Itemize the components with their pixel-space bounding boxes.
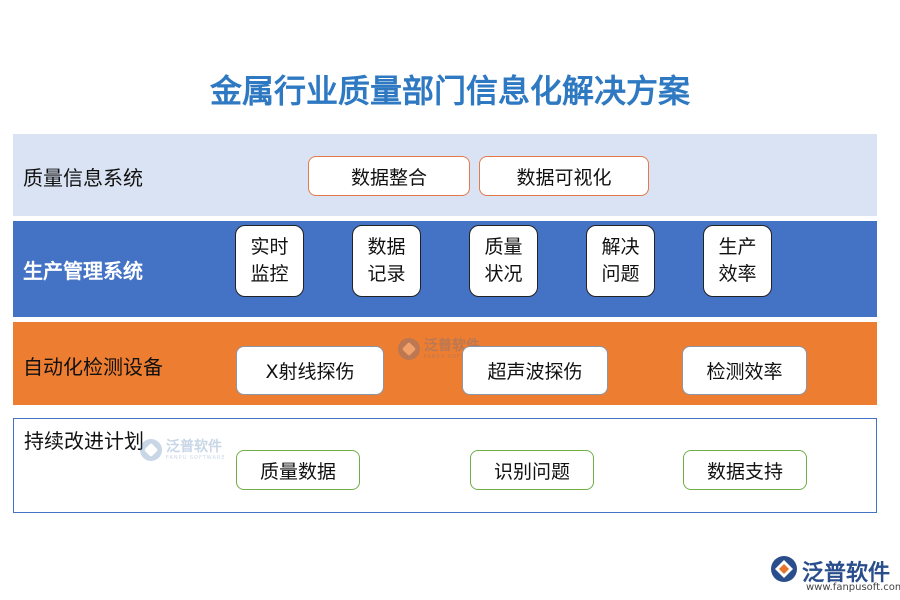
box-line: 问题 <box>601 263 640 285</box>
logo-url: www.fanpusoft.com <box>806 582 900 593</box>
watermark-name: 泛普软件 <box>166 438 222 455</box>
box-identify-problems: 识别问题 <box>470 450 594 490</box>
box-line: 实时 <box>250 236 289 258</box>
band-label: 质量信息系统 <box>23 166 143 190</box>
box-line: 状况 <box>484 263 523 285</box>
box-data-support: 数据支持 <box>683 450 807 490</box>
box-line: 效率 <box>718 263 757 285</box>
band-production-management-system: 生产管理系统 实时监控 数据记录 质量状况 解决问题 生产效率 <box>13 221 877 317</box>
box-line: 数据 <box>367 236 406 258</box>
band-label: 生产管理系统 <box>23 259 143 283</box>
band-quality-info-system: 质量信息系统 数据整合 数据可视化 <box>13 134 877 216</box>
box-quality-status: 质量状况 <box>469 225 538 297</box>
box-data-visualization: 数据可视化 <box>479 156 649 196</box>
band-automated-inspection-equipment: 自动化检测设备 泛普软件 FANPU SOFTWARE X射线探伤 超声波探伤 … <box>13 322 877 405</box>
box-data-integration: 数据整合 <box>308 156 470 196</box>
fanpu-logo-icon <box>771 556 797 582</box>
box-line: 监控 <box>250 263 289 285</box>
band-continuous-improvement-plan: 持续改进计划 泛普软件 FANPU SOFTWARE 质量数据 识别问题 数据支… <box>13 418 877 513</box>
watermark-sub: FANPU SOFTWARE <box>424 353 484 360</box>
logo-name: 泛普软件 <box>802 561 891 586</box>
fanpu-logo-icon <box>398 338 420 360</box>
fanpu-logo: 泛普软件 www.fanpusoft.com <box>770 553 900 595</box>
box-line: 生产 <box>718 236 757 258</box>
box-inspection-efficiency: 检测效率 <box>682 346 807 395</box>
box-line: 记录 <box>367 263 406 285</box>
box-data-recording: 数据记录 <box>352 225 421 297</box>
watermark-sub: FANPU SOFTWARE <box>166 454 226 461</box>
box-line: 解决 <box>601 236 640 258</box>
band-label: 自动化检测设备 <box>23 355 163 379</box>
box-realtime-monitoring: 实时监控 <box>235 225 304 297</box>
box-ultrasonic-inspection: 超声波探伤 <box>462 346 608 395</box>
band-label: 持续改进计划 <box>24 429 144 453</box>
page-title: 金属行业质量部门信息化解决方案 <box>209 72 690 110</box>
box-xray-inspection: X射线探伤 <box>236 346 384 395</box>
box-production-efficiency: 生产效率 <box>703 225 772 297</box>
box-quality-data: 质量数据 <box>236 450 360 490</box>
fanpu-logo-icon <box>140 439 162 461</box>
box-solve-problems: 解决问题 <box>586 225 655 297</box>
watermark: 泛普软件 FANPU SOFTWARE <box>140 439 226 461</box>
box-line: 质量 <box>484 236 523 258</box>
